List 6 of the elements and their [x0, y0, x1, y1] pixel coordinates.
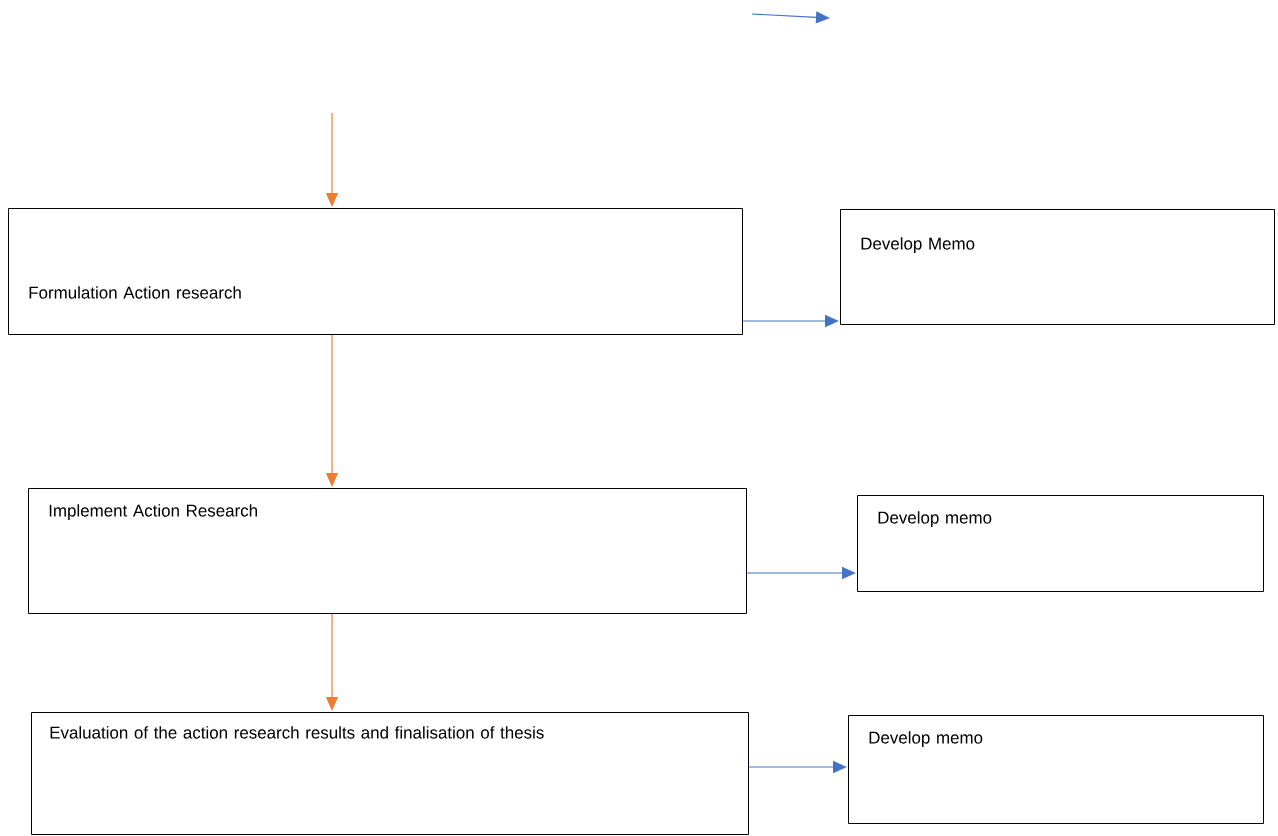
process-box: Evaluation of the action research results and finalisation of thesis: [31, 712, 749, 835]
process-box: Develop memo: [848, 715, 1264, 824]
process-box: Develop memo: [857, 495, 1264, 592]
process-box: Develop Memo: [840, 209, 1275, 325]
process-box: Implement Action Research: [28, 488, 747, 614]
process-box: Formulation Action research: [8, 208, 743, 335]
